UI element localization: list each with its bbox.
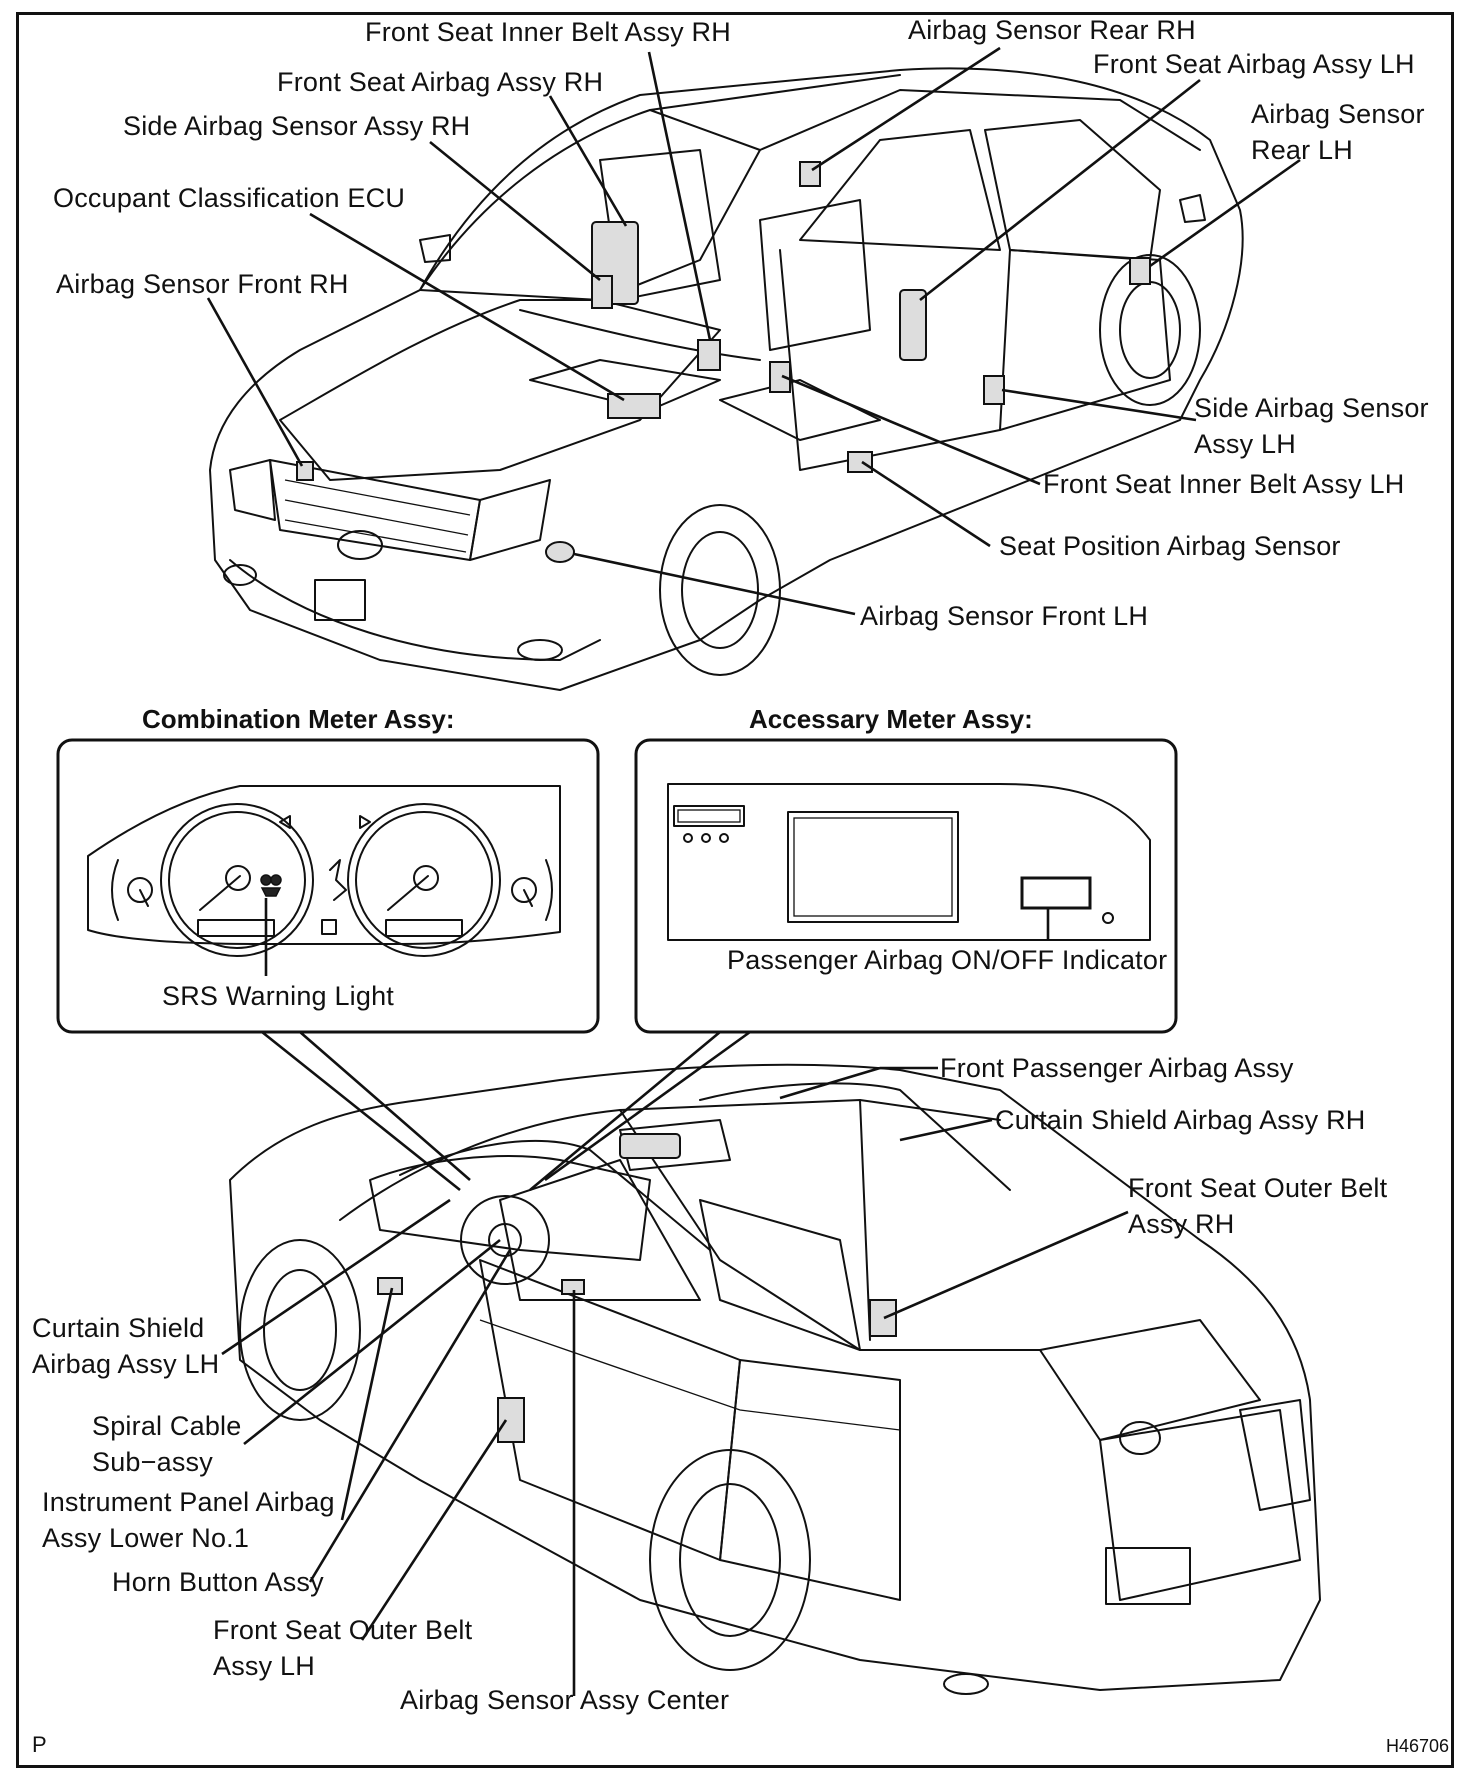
label-passenger-airbag-indicator: Passenger Airbag ON/OFF Indicator (727, 945, 1168, 975)
label-side-airbag-sensor-lh-line1: Side Airbag Sensor (1194, 393, 1429, 423)
label-srs-warning-light: SRS Warning Light (162, 981, 395, 1011)
label-occupant-classification-ecu: Occupant Classification ECU (53, 183, 406, 213)
front-seat-outer-belt-rh-part (869, 1299, 897, 1337)
occupant-classification-ecu-part (607, 393, 661, 419)
label-airbag-sensor-front-rh: Airbag Sensor Front RH (56, 269, 349, 299)
diagram-border (16, 12, 1454, 1768)
accessary-meter-panel (634, 738, 1178, 1034)
label-airbag-sensor-rear-lh-line1: Airbag Sensor (1251, 99, 1425, 129)
label-front-seat-airbag-lh: Front Seat Airbag Assy LH (1093, 49, 1415, 79)
airbag-sensor-front-lh-part (545, 541, 575, 563)
front-seat-outer-belt-lh-part (497, 1397, 525, 1443)
label-front-seat-inner-belt-lh: Front Seat Inner Belt Assy LH (1043, 469, 1405, 499)
front-passenger-airbag-part (619, 1133, 681, 1159)
label-front-seat-outer-belt-rh-line1: Front Seat Outer Belt (1128, 1173, 1388, 1203)
label-side-airbag-sensor-rh: Side Airbag Sensor Assy RH (123, 111, 471, 141)
accessary-meter-title: Accessary Meter Assy: (749, 704, 1033, 734)
label-airbag-sensor-rear-rh: Airbag Sensor Rear RH (908, 15, 1196, 45)
airbag-sensor-front-rh-part (296, 461, 314, 481)
label-instrument-panel-airbag-line1: Instrument Panel Airbag (42, 1487, 335, 1517)
front-seat-airbag-lh-part (899, 289, 927, 361)
label-spiral-cable-line2: Sub−assy (92, 1447, 213, 1477)
figure-id: H46706 (1386, 1736, 1450, 1756)
combination-meter-title: Combination Meter Assy: (142, 704, 455, 734)
bottom-leader-lines (221, 1066, 1129, 1696)
side-airbag-sensor-rh-part (591, 275, 613, 309)
front-seat-inner-belt-rh-part (697, 339, 721, 371)
corner-left-code: P (32, 1732, 47, 1757)
label-front-seat-airbag-rh: Front Seat Airbag Assy RH (277, 67, 604, 97)
label-horn-button: Horn Button Assy (112, 1567, 324, 1597)
seat-position-airbag-sensor-part (847, 451, 873, 473)
label-airbag-sensor-front-lh: Airbag Sensor Front LH (860, 601, 1149, 631)
label-front-seat-outer-belt-lh-line2: Assy LH (213, 1651, 315, 1681)
label-airbag-sensor-rear-lh-line2: Rear LH (1251, 135, 1353, 165)
label-front-seat-outer-belt-rh-line2: Assy RH (1128, 1209, 1235, 1239)
label-front-seat-inner-belt-rh: Front Seat Inner Belt Assy RH (365, 17, 731, 47)
combination-meter-panel (56, 738, 600, 1034)
label-side-airbag-sensor-lh-line2: Assy LH (1194, 429, 1296, 459)
front-seat-inner-belt-lh-part (769, 361, 791, 393)
label-seat-position-airbag-sensor: Seat Position Airbag Sensor (999, 531, 1341, 561)
top-leader-lines (206, 46, 1301, 616)
srs-warning-light-icon (260, 874, 272, 886)
label-curtain-shield-lh-line2: Airbag Assy LH (32, 1349, 220, 1379)
label-front-seat-outer-belt-lh-line1: Front Seat Outer Belt (213, 1615, 473, 1645)
label-spiral-cable-line1: Spiral Cable (92, 1411, 242, 1441)
passenger-airbag-indicator-window (1020, 876, 1092, 910)
label-front-passenger-airbag: Front Passenger Airbag Assy (940, 1053, 1294, 1083)
top-car-illustration (209, 67, 1244, 691)
label-instrument-panel-airbag-line2: Assy Lower No.1 (42, 1523, 250, 1553)
label-curtain-shield-lh-line1: Curtain Shield (32, 1313, 205, 1343)
label-airbag-sensor-center: Airbag Sensor Assy Center (400, 1685, 730, 1715)
label-curtain-shield-rh: Curtain Shield Airbag Assy RH (995, 1105, 1366, 1135)
airbag-sensor-rear-lh-part (1129, 257, 1151, 285)
side-airbag-sensor-lh-part (983, 375, 1005, 405)
bottom-car-illustration (229, 1063, 1321, 1695)
